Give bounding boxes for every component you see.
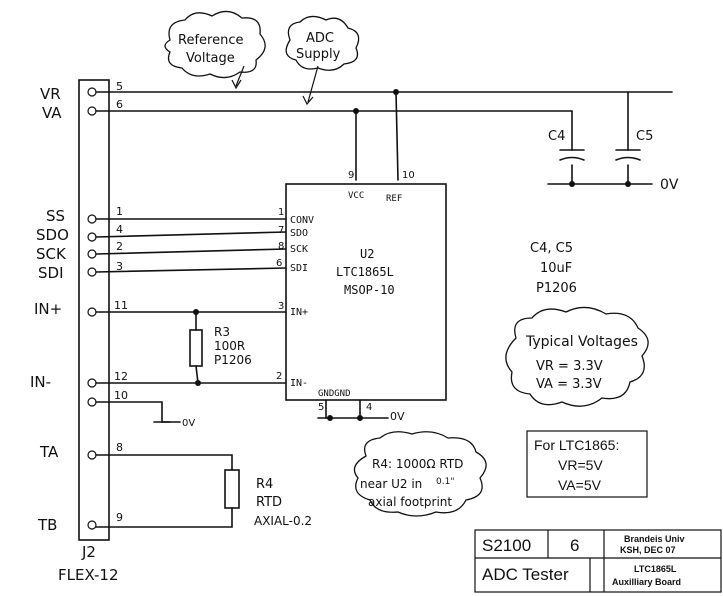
cloud-typical-voltages: Typical Voltages VR = 3.3V VA = 3.3V bbox=[505, 306, 649, 407]
title-block-code: S2100 bbox=[482, 536, 531, 555]
pin-number-10: 10 bbox=[114, 389, 128, 402]
ic-pin-name-ref: REF bbox=[386, 194, 402, 204]
cloud-r4-note: R4: 1000Ω RTD near U2 in 0.1" axial foot… bbox=[353, 431, 487, 517]
capacitor-c4-label: C4 bbox=[548, 129, 565, 144]
r3-package: P1206 bbox=[214, 353, 252, 367]
signal-label-sck: SCK bbox=[36, 245, 67, 263]
connector-name: J2 bbox=[81, 543, 96, 561]
signal-label-in-minus: IN- bbox=[30, 373, 51, 391]
junction-dots bbox=[193, 89, 631, 421]
pin-number-8: 8 bbox=[116, 441, 123, 454]
cloud-adc-supply: ADC Supply bbox=[285, 15, 360, 106]
pin-number-9: 9 bbox=[116, 511, 123, 524]
r4-note-line1: R4: 1000Ω RTD bbox=[372, 457, 463, 471]
cloud-reference-line1: Reference bbox=[178, 33, 243, 48]
pin-number-5: 5 bbox=[116, 80, 123, 93]
ic-pin-num-1: 1 bbox=[278, 207, 284, 218]
ground-label-ic: 0V bbox=[390, 410, 405, 423]
r4-note-line2b: 0.1" bbox=[436, 477, 454, 487]
title-block-org-line2: KSH, DEC 07 bbox=[620, 545, 676, 555]
resistor-r4 bbox=[224, 469, 240, 509]
cloud-adc-line2: Supply bbox=[296, 47, 341, 62]
ic-part: LTC1865L bbox=[336, 265, 394, 279]
connector-pins bbox=[87, 87, 97, 530]
connector-type: FLEX-12 bbox=[58, 566, 119, 584]
cap-note-value: 10uF bbox=[540, 261, 572, 276]
cloud-reference-line2: Voltage bbox=[186, 51, 235, 66]
ic-pin-name-in-minus: IN- bbox=[290, 378, 308, 389]
ground-label-pin10: 0V bbox=[182, 418, 195, 429]
cloud-reference-voltage: Reference Voltage bbox=[164, 10, 266, 90]
ic-pin-num-8: 8 bbox=[278, 241, 284, 252]
ic-pin-num-7: 7 bbox=[278, 225, 284, 236]
ic-pin-name-sdi: SDI bbox=[290, 263, 308, 274]
cloud-adc-line1: ADC bbox=[306, 31, 334, 46]
pin-number-11: 11 bbox=[114, 299, 128, 312]
ic-pin-num-3: 3 bbox=[278, 301, 284, 312]
r4-ref: R4 bbox=[256, 477, 273, 492]
ic-u2-body bbox=[285, 183, 447, 401]
pin-number-3: 3 bbox=[116, 260, 123, 273]
ic-pin-num-2: 2 bbox=[276, 371, 282, 382]
connector-body bbox=[78, 79, 110, 541]
title-block-sheet: 6 bbox=[570, 536, 579, 555]
capacitor-c5-label: C5 bbox=[636, 129, 653, 144]
typical-voltages-title: Typical Voltages bbox=[525, 334, 638, 350]
signal-label-ta: TA bbox=[39, 443, 59, 461]
ltc1865-note-title: For LTC1865: bbox=[534, 437, 619, 453]
title-block bbox=[474, 529, 722, 593]
ic-pin-name-vcc: VCC bbox=[348, 191, 364, 201]
ic-pin-num-4: 4 bbox=[366, 402, 372, 413]
cap-note-package: P1206 bbox=[536, 281, 577, 296]
r3-ref: R3 bbox=[214, 325, 230, 339]
signal-label-va: VA bbox=[42, 104, 62, 122]
title-block-org-line1: Brandeis Univ bbox=[624, 534, 685, 544]
signal-label-tb: TB bbox=[37, 516, 57, 534]
r4-package: AXIAL-0.2 bbox=[254, 514, 312, 528]
ltc1865-note-va: VA=5V bbox=[558, 477, 602, 493]
signal-label-sdi: SDI bbox=[38, 264, 64, 282]
ic-pin-num-6: 6 bbox=[276, 258, 282, 269]
ic-pin-num-9: 9 bbox=[348, 170, 354, 181]
signal-label-ss: SS bbox=[46, 207, 65, 225]
signal-label-sdo: SDO bbox=[36, 226, 69, 244]
ic-pin-num-5: 5 bbox=[318, 402, 324, 413]
ic-pin-name-in-plus: IN+ bbox=[290, 307, 308, 318]
signal-label-vr: VR bbox=[40, 85, 61, 103]
ic-ref: U2 bbox=[360, 247, 374, 261]
resistor-r3 bbox=[189, 329, 203, 367]
ic-package: MSOP-10 bbox=[344, 283, 395, 297]
pin-number-2: 2 bbox=[116, 240, 123, 253]
typical-voltages-va: VA = 3.3V bbox=[536, 377, 602, 392]
title-block-board-line1: LTC1865L bbox=[634, 564, 677, 574]
capacitor-c5 bbox=[615, 149, 641, 161]
pin-number-6: 6 bbox=[116, 98, 123, 111]
title-block-board-line2: Auxilliary Board bbox=[612, 577, 681, 587]
ic-pin-name-sck: SCK bbox=[290, 244, 308, 255]
capacitor-ground-label: 0V bbox=[660, 177, 679, 193]
ic-pin-name-sdo: SDO bbox=[290, 228, 308, 239]
r3-value: 100R bbox=[214, 339, 245, 353]
pin-number-1: 1 bbox=[116, 205, 123, 218]
pin-number-12: 12 bbox=[114, 370, 128, 383]
ic-pin-num-10: 10 bbox=[402, 170, 415, 181]
signal-label-in-plus: IN+ bbox=[34, 300, 62, 318]
capacitor-c4 bbox=[559, 149, 585, 161]
r4-value: RTD bbox=[256, 495, 282, 510]
r4-note-line2a: near U2 in bbox=[360, 477, 422, 491]
ltc1865-note-box bbox=[526, 430, 648, 498]
ic-gnd-label: GNDGND bbox=[318, 389, 351, 399]
ltc1865-note-vr: VR=5V bbox=[558, 457, 603, 473]
cap-note-refs: C4, C5 bbox=[530, 241, 573, 256]
title-block-title: ADC Tester bbox=[482, 565, 569, 584]
pin-number-4: 4 bbox=[116, 223, 123, 236]
ic-pin-name-conv: CONV bbox=[290, 215, 314, 226]
typical-voltages-vr: VR = 3.3V bbox=[536, 359, 603, 374]
r4-note-line3: axial footprint bbox=[368, 495, 452, 509]
